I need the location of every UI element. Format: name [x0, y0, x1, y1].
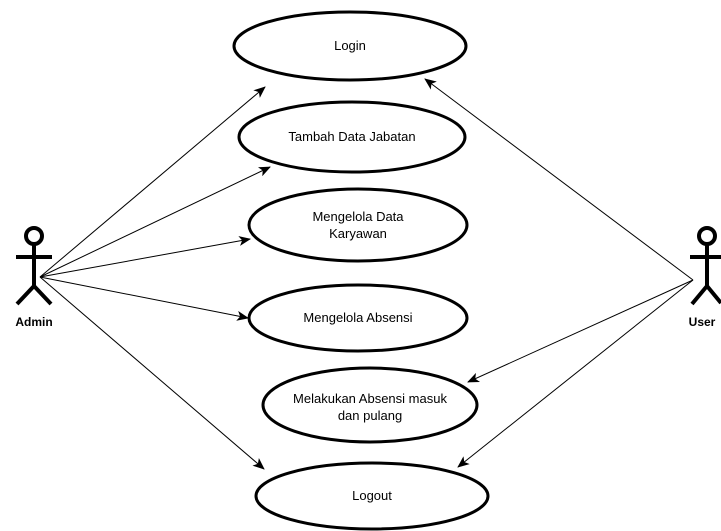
actor-admin[interactable]: Admin: [15, 226, 53, 329]
use-case-mengelola-absensi[interactable]: Mengelola Absensi: [247, 283, 469, 353]
use-case-shape: [261, 366, 479, 444]
use-case-logout[interactable]: Logout: [254, 461, 490, 531]
actor-user[interactable]: User: [689, 226, 721, 329]
association-admin-tambah-data-jabatan: [39, 166, 271, 278]
association-admin-mengelola-absensi: [39, 276, 249, 321]
use-case-melakukan-absensi-masuk-dan-pulang[interactable]: Melakukan Absensi masuk dan pulang: [261, 366, 479, 444]
stick-figure-icon: [690, 226, 721, 306]
actor-label-admin: Admin: [15, 315, 52, 329]
use-case-shape: [232, 10, 468, 82]
use-case-shape: [254, 461, 490, 531]
use-case-tambah-data-jabatan[interactable]: Tambah Data Jabatan: [237, 100, 467, 174]
association-user-melakukan-absensi: [467, 279, 694, 383]
use-case-label: Tambah Data Jabatan: [288, 129, 415, 144]
use-case-mengelola-data-karyawan[interactable]: Mengelola Data Karyawan: [247, 187, 469, 263]
actor-label-user: User: [689, 315, 716, 329]
associations: [39, 78, 694, 470]
use-case-login[interactable]: Login: [232, 10, 468, 82]
use-case-label: Mengelola Absensi: [303, 310, 412, 325]
association-admin-login: [39, 86, 266, 278]
use-case-label: Logout: [352, 488, 392, 503]
use-case-label-line-1: Mengelola Data: [312, 209, 404, 224]
association-admin-logout: [39, 276, 265, 470]
use-case-label-line-2: Karyawan: [329, 226, 387, 241]
association-user-login: [424, 78, 694, 281]
stick-figure-icon: [15, 226, 53, 306]
use-case-shape: [247, 187, 469, 263]
use-case-label-line-2: dan pulang: [338, 408, 402, 423]
association-admin-mengelola-data-karyawan: [39, 236, 251, 278]
use-case-label-line-1: Melakukan Absensi masuk: [293, 391, 447, 406]
use-case-shape: [247, 283, 469, 353]
use-case-shape: [237, 100, 467, 174]
use-case-label: Login: [334, 38, 366, 53]
association-user-logout: [457, 279, 694, 468]
